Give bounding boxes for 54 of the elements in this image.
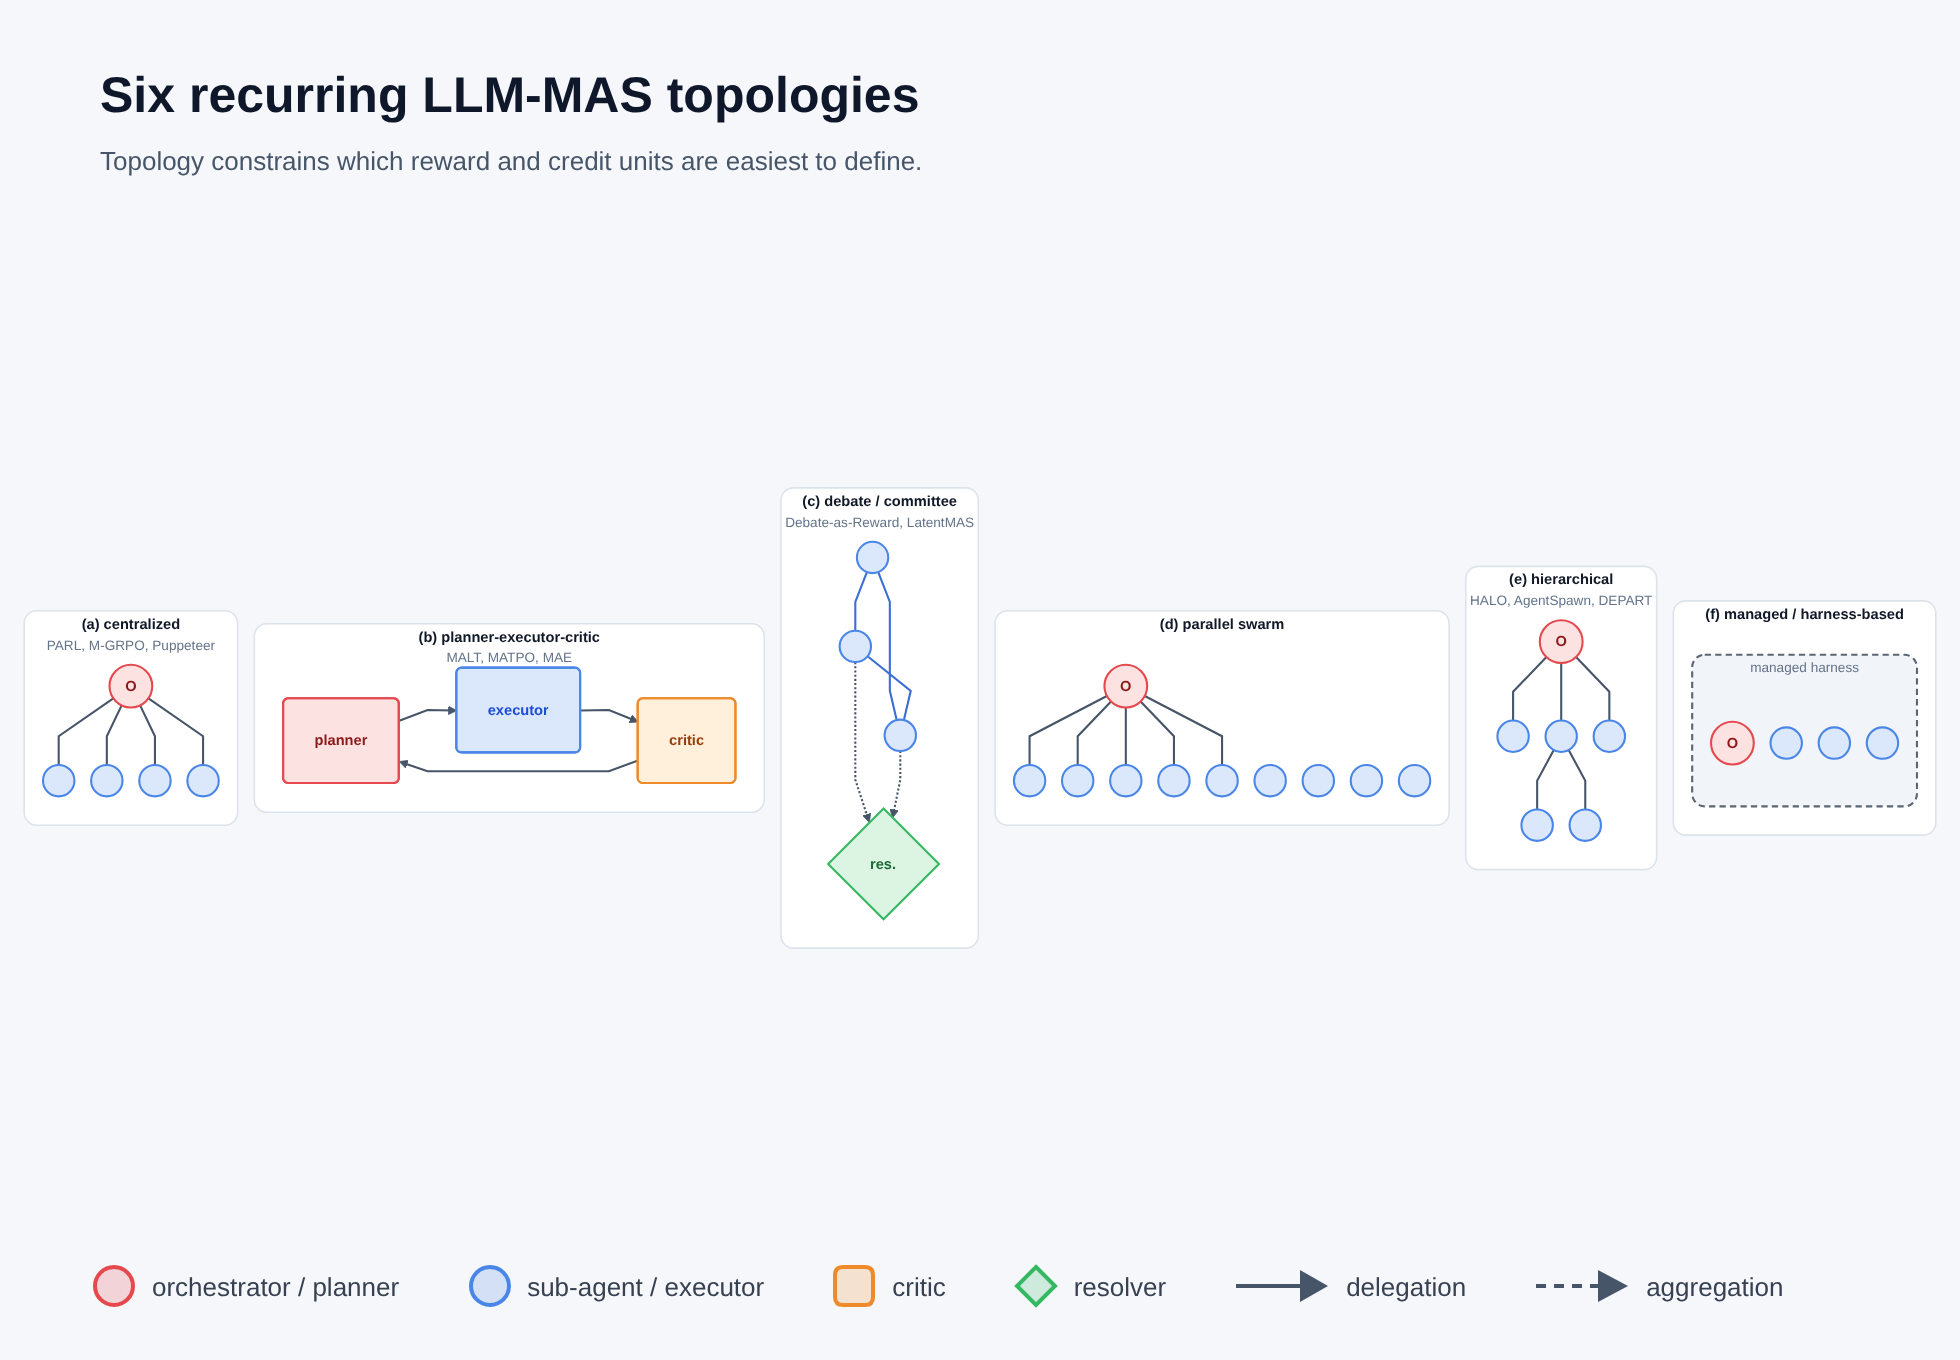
legend-label: orchestrator / planner	[152, 1271, 400, 1301]
arrow	[398, 705, 458, 722]
node-circle	[855, 540, 890, 575]
node-circle	[1301, 763, 1336, 798]
arrow	[580, 708, 639, 724]
node-circle	[1496, 719, 1530, 753]
node-circle	[1157, 763, 1191, 798]
node-circle	[1253, 763, 1287, 798]
node-circle	[90, 763, 124, 798]
node-circle	[186, 763, 220, 798]
legend-label: critic	[892, 1271, 946, 1301]
node-circle	[1520, 808, 1554, 842]
connector	[877, 571, 898, 721]
node-circle	[41, 763, 76, 798]
node-circle	[883, 718, 918, 753]
connector	[1512, 656, 1548, 721]
connector	[1076, 700, 1112, 765]
connector	[1139, 700, 1175, 765]
connector	[139, 704, 156, 765]
connector	[57, 697, 114, 765]
node-circle	[1769, 726, 1803, 760]
connector	[1124, 707, 1127, 765]
connector	[105, 704, 123, 765]
connector	[1536, 749, 1555, 810]
node-circle	[1012, 763, 1047, 798]
legend-label: sub-agent / executor	[527, 1271, 765, 1301]
connector	[1575, 656, 1611, 721]
legend-label: resolver	[1073, 1271, 1167, 1301]
connector	[1567, 749, 1587, 810]
connector	[866, 655, 912, 721]
connector	[854, 571, 868, 631]
arrow	[889, 751, 902, 819]
diagram-subtitle: Topology constrains which reward and credit units are easiest to define.	[100, 146, 923, 176]
diagram-title: Six recurring LLM-MAS topologies	[100, 68, 920, 126]
node-circle	[1060, 763, 1095, 798]
node-circle	[1568, 808, 1602, 842]
connector	[1144, 695, 1224, 765]
legend-label: aggregation	[1646, 1271, 1784, 1301]
node-circle	[838, 629, 873, 664]
node-circle	[1592, 719, 1627, 753]
node-circle	[1349, 763, 1384, 798]
arrow	[398, 759, 639, 773]
connector	[1028, 695, 1108, 765]
connector	[147, 697, 205, 765]
node-circle	[1205, 763, 1239, 798]
node-circle	[138, 763, 172, 798]
node-circle	[1397, 763, 1432, 798]
legend-label: delegation	[1346, 1271, 1467, 1301]
node-circle	[1544, 719, 1578, 753]
connector	[1560, 663, 1563, 721]
node-circle	[1817, 726, 1852, 760]
arrow	[854, 662, 872, 823]
node-circle	[1109, 763, 1143, 798]
node-circle	[1865, 726, 1900, 760]
